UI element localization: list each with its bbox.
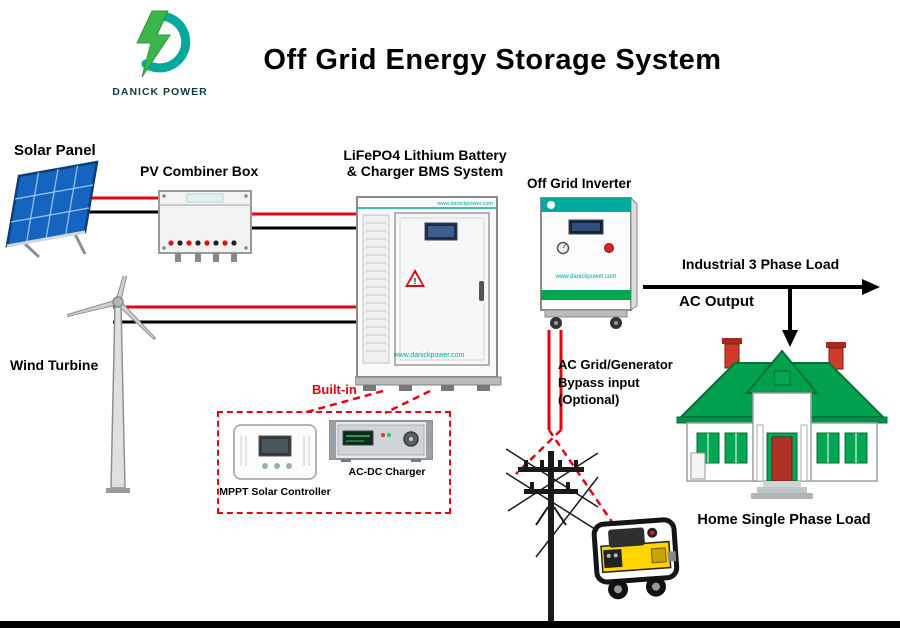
solar-panel-illustration xyxy=(5,160,99,258)
battery-cabinet-illustration: www.danickpower.com ! www.danickpower.co… xyxy=(355,196,502,391)
battery-website-top: www.danickpower.com xyxy=(436,201,493,207)
wind-turbine-illustration xyxy=(66,276,157,493)
brand-logo: DANICK POWER xyxy=(108,10,212,98)
pv-combiner-label: PV Combiner Box xyxy=(140,163,259,179)
bottom-border xyxy=(0,621,900,628)
bypass-line3: (Optional) xyxy=(558,392,620,408)
ac-output-arrowhead xyxy=(862,279,880,295)
bypass-label: AC Grid/Generator Bypass input (Optional… xyxy=(558,356,673,409)
acdc-label: AC-DC Charger xyxy=(348,466,426,478)
wind-turbine-label: Wind Turbine xyxy=(10,357,99,373)
acdc-charger-illustration xyxy=(329,420,433,462)
page-title: Off Grid Energy Storage System xyxy=(263,44,722,76)
solar-panel-label: Solar Panel xyxy=(14,142,96,159)
generator-illustration xyxy=(591,517,680,600)
mppt-controller-illustration xyxy=(233,424,317,480)
house-illustration xyxy=(676,338,888,499)
battery-label-line1: LiFePO4 Lithium Battery xyxy=(343,147,507,163)
industrial-load-label: Industrial 3 Phase Load xyxy=(682,256,840,272)
brand-name: DANICK POWER xyxy=(112,86,208,98)
pv-combiner-illustration xyxy=(158,190,252,262)
battery-label-line2: & Charger BMS System xyxy=(346,163,504,180)
inverter-website: www.danickpower.com xyxy=(555,274,617,280)
bypass-line2: Bypass input xyxy=(558,374,640,390)
ac-output-label: AC Output xyxy=(679,293,754,310)
inverter-illustration: www.danickpower.com xyxy=(540,196,638,329)
built-in-label: Built-in xyxy=(312,382,357,397)
bypass-line1: AC Grid/Generator xyxy=(558,357,673,372)
inverter-label: Off Grid Inverter xyxy=(527,176,632,191)
battery-website-bottom: www.danickpower.com xyxy=(393,352,465,359)
builtin-dashed-2 xyxy=(384,389,431,415)
home-load-label: Home Single Phase Load xyxy=(697,512,871,528)
svg-text:!: ! xyxy=(414,277,417,286)
lightning-d-logo-icon xyxy=(136,10,191,78)
battery-label: LiFePO4 Lithium Battery & Charger BMS Sy… xyxy=(325,147,525,179)
mppt-label: MPPT Solar Controller xyxy=(219,486,331,498)
